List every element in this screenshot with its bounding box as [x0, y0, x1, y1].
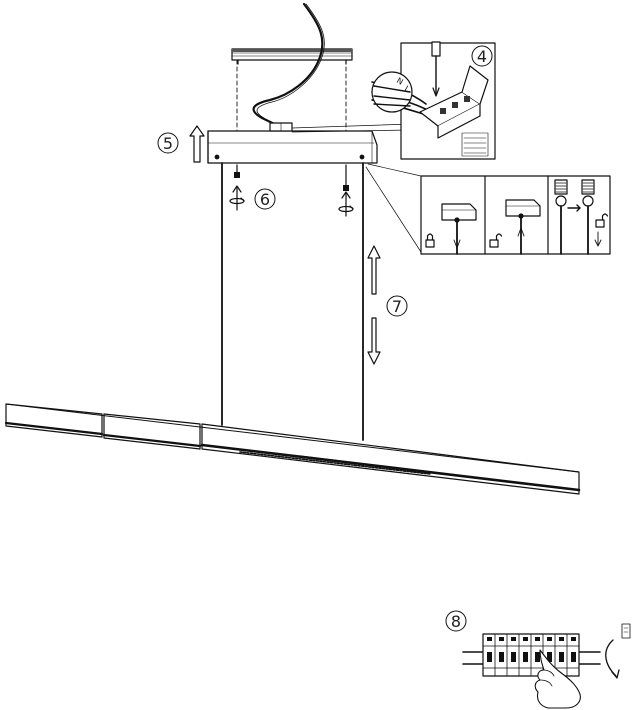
guide-lines: [236, 59, 347, 177]
luminaire-bar: [4, 403, 581, 495]
step-number-4: 4: [477, 47, 487, 66]
screw-right: [343, 164, 349, 191]
step-badge-8: 8: [445, 610, 467, 632]
lock-open-icon: [489, 233, 503, 248]
suspension-cables: [221, 162, 364, 441]
terminal-block: [419, 65, 489, 139]
wire-label-n: N: [395, 76, 405, 87]
rotate-arrow-icon: [605, 623, 631, 679]
step-badge-6: 6: [254, 188, 276, 210]
rotate-icon: [338, 191, 354, 217]
step-number-7: 7: [392, 297, 402, 316]
step-number-5: 5: [163, 134, 173, 153]
hand-icon: [534, 649, 581, 709]
screw-left: [234, 164, 240, 178]
lock-closed-icon: [425, 233, 435, 248]
step-badge-7: 7: [386, 295, 408, 317]
circuit-breaker-panel: [462, 633, 601, 677]
leader-step-4b: [291, 129, 411, 133]
wire-label-l: L: [403, 84, 412, 94]
ceiling-plate: [231, 48, 353, 65]
step-number-8: 8: [451, 612, 461, 631]
leader-cable-grip-b: [367, 163, 422, 177]
adjust-height-arrow: [367, 245, 381, 365]
step-number-6: 6: [260, 190, 270, 209]
leader-step-4: [291, 123, 413, 129]
grip-panel-unlocked: [489, 199, 541, 255]
spring-clamp-right: [581, 179, 595, 207]
grip-panel-release: [554, 179, 609, 255]
screwdriver-icon: [431, 41, 441, 97]
up-arrow-icon: [189, 125, 205, 163]
lock-open-icon: [595, 213, 609, 228]
power-cable: [252, 2, 325, 129]
spring-clamp-left: [554, 179, 568, 207]
grip-panel-locked: [425, 203, 477, 255]
detail-box-cable-grip: [420, 175, 611, 255]
leader-cable-grip: [365, 166, 422, 253]
canopy: [207, 122, 378, 164]
step-badge-5: 5: [157, 132, 179, 154]
rotate-icon: [229, 185, 245, 211]
step-badge-4: 4: [471, 45, 493, 67]
